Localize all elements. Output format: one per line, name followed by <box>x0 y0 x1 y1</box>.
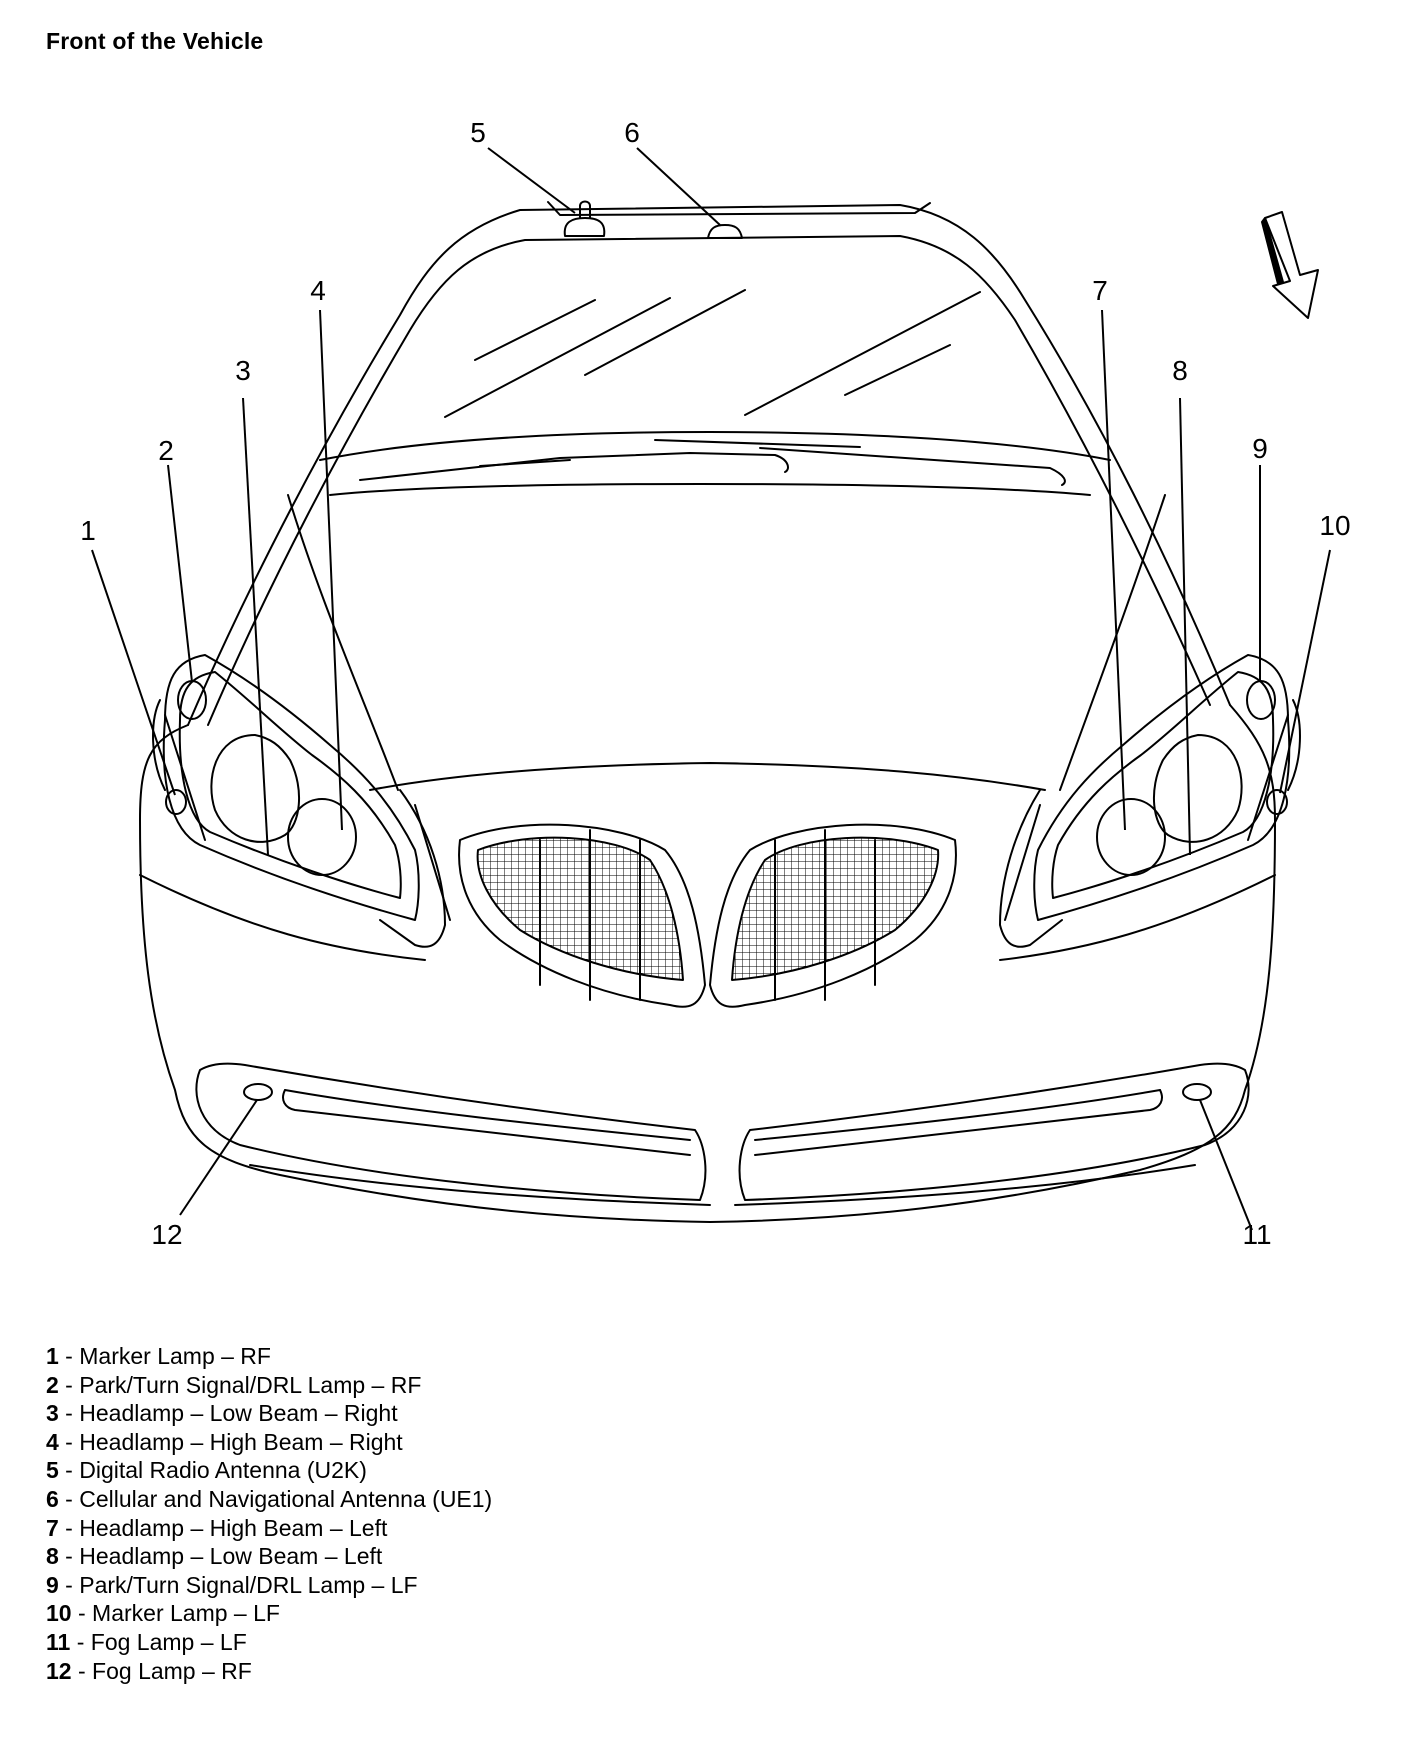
legend-item: 8 - Headlamp – Low Beam – Left <box>46 1543 383 1570</box>
front-direction-arrow-icon <box>1261 211 1319 319</box>
grille <box>458 823 957 1008</box>
callout-9: 9 <box>1252 433 1268 464</box>
callout-leaders <box>91 147 1331 1231</box>
callout-6: 6 <box>624 117 640 148</box>
headlamp-high-beam-right <box>287 798 357 876</box>
callout-10: 10 <box>1319 510 1350 541</box>
callout-7: 7 <box>1092 275 1108 306</box>
lower-fascia <box>195 1062 1250 1206</box>
legend-item: 4 - Headlamp – High Beam – Right <box>46 1428 403 1455</box>
fog-lamp-lf <box>1182 1083 1212 1101</box>
headlamp-high-beam-left <box>1096 798 1166 876</box>
legend-item: 5 - Digital Radio Antenna (U2K) <box>46 1457 367 1484</box>
callout-2: 2 <box>158 435 174 466</box>
grille-mesh-left <box>731 836 940 981</box>
callout-1: 1 <box>80 515 96 546</box>
page-title: Front of the Vehicle <box>46 28 264 54</box>
callout-4: 4 <box>310 275 326 306</box>
fog-lamp-rf <box>243 1083 273 1101</box>
wiper-blades <box>359 439 1066 486</box>
digital-radio-antenna <box>563 217 606 237</box>
antennas <box>563 200 743 239</box>
callout-3: 3 <box>235 355 251 386</box>
cellular-navigational-antenna <box>707 224 743 239</box>
legend-item: 11 - Fog Lamp – LF <box>46 1628 247 1655</box>
legend-item: 9 - Park/Turn Signal/DRL Lamp – LF <box>46 1571 418 1598</box>
legend-item: 10 - Marker Lamp – LF <box>46 1600 280 1627</box>
legend-item: 1 - Marker Lamp – RF <box>46 1343 271 1369</box>
legend-list: 1 - Marker Lamp – RF 2 - Park/Turn Signa… <box>46 1342 492 1685</box>
legend-item: 7 - Headlamp – High Beam – Left <box>46 1514 388 1541</box>
marker-lamp-rf <box>165 789 187 815</box>
legend-item: 2 - Park/Turn Signal/DRL Lamp – RF <box>46 1371 422 1398</box>
callout-labels: 1 2 3 4 5 6 7 8 9 10 11 12 <box>80 117 1350 1250</box>
headlamp-low-beam-right <box>210 734 301 843</box>
grille-mesh-right <box>476 836 684 981</box>
callout-8: 8 <box>1172 355 1188 386</box>
legend-item: 6 - Cellular and Navigational Antenna (U… <box>46 1485 493 1512</box>
legend-item: 3 - Headlamp – Low Beam – Right <box>46 1400 398 1427</box>
hood <box>287 494 1166 948</box>
callout-12: 12 <box>151 1219 182 1250</box>
headlamp-cluster-left <box>1033 654 1301 921</box>
headlamp-cluster-right <box>152 654 420 921</box>
headlamp-low-beam-left <box>1152 734 1243 843</box>
body-outline <box>139 201 1276 1223</box>
windshield <box>319 289 1111 496</box>
callout-5: 5 <box>470 117 486 148</box>
callout-11: 11 <box>1242 1219 1271 1250</box>
marker-lamp-lf <box>1266 789 1288 815</box>
legend-item: 12 - Fog Lamp – RF <box>46 1657 252 1684</box>
